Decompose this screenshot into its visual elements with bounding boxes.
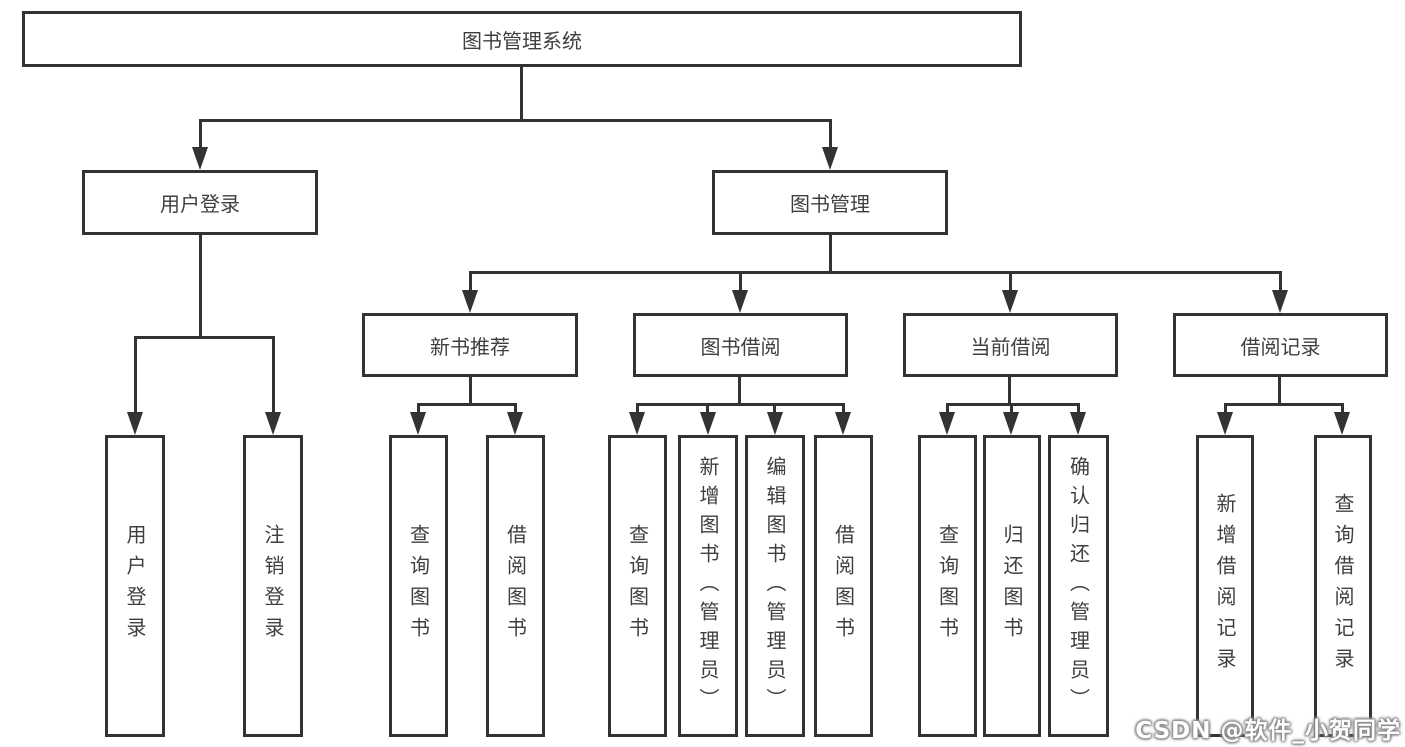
- arrowhead-to-book-borrow: [732, 290, 748, 313]
- connector-login-drop-2: [272, 336, 275, 414]
- connector-newbooks-stem: [469, 377, 472, 406]
- arrowhead-to-current-borrow: [1002, 290, 1018, 313]
- connector-current-drop-2: [1010, 403, 1013, 415]
- leaf-newbooks-query: 查询图书: [389, 435, 448, 737]
- arrowhead-to-leaf-logout: [265, 412, 281, 435]
- arrowhead-to-user-login: [192, 147, 208, 170]
- arrowhead-to-nb-borrow: [507, 412, 523, 435]
- arrowhead-to-nb-query: [410, 412, 426, 435]
- arrowhead-to-br-query: [1334, 412, 1350, 435]
- connector-records-drop-2: [1341, 403, 1344, 415]
- node-current-borrow-label: 当前借阅: [970, 334, 1051, 359]
- connector-borrow-drop-3: [773, 403, 776, 415]
- connector-root-left-drop: [199, 119, 202, 149]
- leaf-newbooks-borrow: 借阅图书: [486, 435, 545, 737]
- arrowhead-to-cb-query: [939, 412, 955, 435]
- leaf-records-add: 新增借阅记录: [1196, 435, 1254, 737]
- node-user-login: 用户登录: [82, 170, 318, 235]
- leaf-user-login: 用户登录: [105, 435, 165, 737]
- leaf-borrow-borrow: 借阅图书: [814, 435, 873, 737]
- leaf-borrow-query: 查询图书: [608, 435, 667, 737]
- connector-root-stem: [520, 67, 523, 120]
- connector-borrow-drop-4: [842, 403, 845, 415]
- leaf-logout: 注销登录: [243, 435, 303, 737]
- connector-current-drop-1: [946, 403, 949, 415]
- connector-mgmt-drop-2: [739, 271, 742, 293]
- connector-mgmt-stem: [829, 235, 832, 273]
- node-new-book-recommend: 新书推荐: [362, 313, 578, 377]
- node-user-login-label: 用户登录: [160, 192, 240, 216]
- connector-login-stem: [199, 235, 202, 339]
- node-book-management: 图书管理: [712, 170, 948, 235]
- arrowhead-to-cb-confirm: [1070, 412, 1086, 435]
- connector-mgmt-drop-4: [1279, 271, 1282, 293]
- connector-current-stem: [1008, 377, 1011, 406]
- arrowhead-to-bb-query: [629, 412, 645, 435]
- leaf-borrow-add-admin: 新增图书（管理员）: [678, 435, 738, 737]
- connector-mgmt-drop-3: [1009, 271, 1012, 293]
- connector-borrow-drop-2: [706, 403, 709, 415]
- connector-records-stem: [1278, 377, 1281, 406]
- connector-borrow-drop-1: [636, 403, 639, 415]
- connector-newbooks-drop-2: [514, 403, 517, 415]
- arrowhead-to-book-mgmt: [822, 147, 838, 170]
- connector-borrow-stem: [738, 377, 741, 406]
- arrowhead-to-cb-return: [1003, 412, 1019, 435]
- leaf-current-return: 归还图书: [983, 435, 1041, 737]
- arrowhead-to-br-add: [1217, 412, 1233, 435]
- connector-login-bar: [134, 336, 275, 339]
- connector-current-drop-3: [1077, 403, 1080, 415]
- node-borrow-records-label: 借阅记录: [1240, 334, 1321, 359]
- arrowhead-to-borrow-records: [1272, 290, 1288, 313]
- connector-borrow-bar: [636, 403, 845, 406]
- connector-records-drop-1: [1224, 403, 1227, 415]
- node-root-system: 图书管理系统: [22, 11, 1022, 67]
- connector-newbooks-bar: [417, 403, 517, 406]
- connector-mgmt-drop-1: [469, 271, 472, 293]
- arrowhead-to-bb-borrow: [835, 412, 851, 435]
- leaf-current-confirm-admin: 确认归还（管理员）: [1048, 435, 1109, 737]
- connector-newbooks-drop-1: [417, 403, 420, 415]
- arrowhead-to-bb-edit: [767, 412, 783, 435]
- node-book-borrow: 图书借阅: [633, 313, 848, 377]
- node-book-borrow-label: 图书借阅: [700, 334, 781, 359]
- connector-mgmt-bar: [469, 271, 1282, 274]
- node-borrow-records: 借阅记录: [1173, 313, 1388, 377]
- arrowhead-to-leaf-user-login: [127, 412, 143, 435]
- node-root-label: 图书管理系统: [462, 28, 582, 53]
- arrowhead-to-bb-add: [700, 412, 716, 435]
- leaf-borrow-edit-admin: 编辑图书（管理员）: [745, 435, 805, 737]
- connector-current-bar: [946, 403, 1080, 406]
- node-current-borrow: 当前借阅: [903, 313, 1118, 377]
- node-new-book-recommend-label: 新书推荐: [430, 334, 510, 359]
- connector-root-bar: [199, 119, 832, 122]
- connector-login-drop-1: [134, 336, 137, 414]
- arrowhead-to-new-books: [462, 290, 478, 313]
- leaf-records-query: 查询借阅记录: [1314, 435, 1372, 737]
- leaf-current-query: 查询图书: [918, 435, 977, 737]
- csdn-watermark: CSDN @软件_小贺同学: [1135, 718, 1401, 744]
- node-book-management-label: 图书管理: [790, 192, 870, 216]
- connector-root-right-drop: [829, 119, 832, 149]
- connector-records-bar: [1224, 403, 1344, 406]
